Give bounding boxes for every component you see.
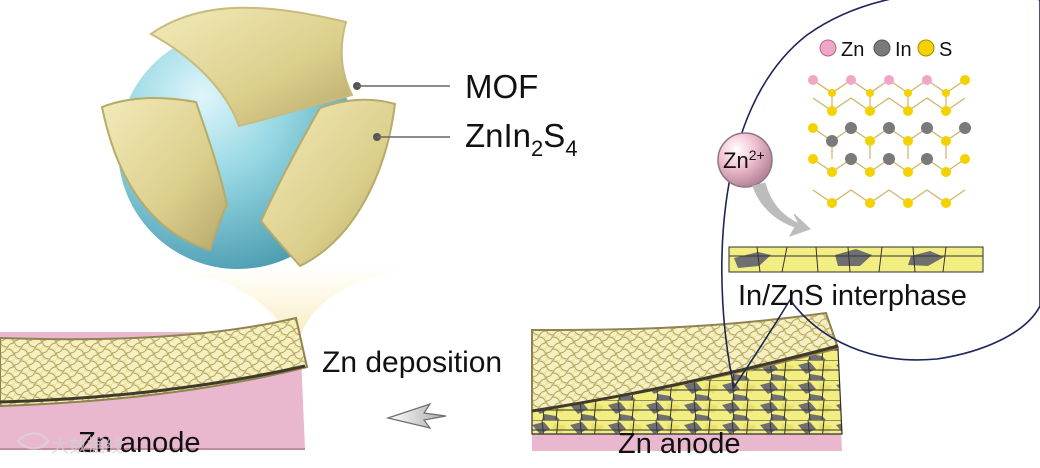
zn-deposition-label: Zn deposition	[322, 346, 502, 379]
right-anode-label: Zn anode	[618, 428, 741, 460]
s-atom	[903, 136, 913, 146]
s-atom	[903, 106, 913, 116]
s-atom	[866, 89, 874, 97]
s-atom	[904, 89, 912, 97]
s-atom	[960, 154, 970, 164]
deposition-arrow	[388, 404, 446, 428]
in-atom	[883, 153, 895, 165]
s-atom	[808, 123, 818, 133]
s-atom	[827, 198, 837, 208]
s-atom	[941, 167, 951, 177]
crystal-structure	[808, 75, 971, 208]
s-atom	[960, 75, 970, 85]
s-atom	[827, 106, 837, 116]
s-atom	[808, 154, 818, 164]
zn-atom	[884, 75, 894, 85]
s-atom	[828, 89, 836, 97]
s-atom	[865, 106, 875, 116]
in-atom	[959, 122, 971, 134]
zn-atom	[922, 75, 932, 85]
ion-curved-arrow	[753, 183, 810, 236]
in-atom	[921, 122, 933, 134]
s-atom	[827, 167, 837, 177]
in-atom	[845, 122, 857, 134]
s-atom	[941, 136, 951, 146]
in-atom	[921, 153, 933, 165]
in-atom-legend-label: In	[895, 39, 912, 61]
s-atom-legend-label: S	[939, 39, 952, 61]
s-atom	[865, 167, 875, 177]
atom-legend: Zn In S	[820, 39, 952, 61]
zn-atom	[808, 75, 818, 85]
in-atom	[826, 135, 838, 147]
zn-atom-legend-label: Zn	[841, 39, 864, 61]
s-atom-legend-icon	[918, 40, 934, 56]
zninS4-label: ZnIn2S4	[465, 117, 578, 161]
zn-atom	[846, 75, 856, 85]
in-atom	[883, 122, 895, 134]
mof-label: MOF	[465, 68, 538, 105]
mof-sphere-group	[102, 8, 450, 269]
s-atom	[903, 167, 913, 177]
s-atom	[941, 198, 951, 208]
s-atom	[942, 89, 950, 97]
s-atom	[865, 198, 875, 208]
s-atom	[865, 136, 875, 146]
s-atom	[941, 106, 951, 116]
in-atom	[845, 153, 857, 165]
zn-atom-legend-icon	[820, 40, 836, 56]
interphase-label: In/ZnS interphase	[738, 280, 967, 312]
interphase-closeup	[729, 247, 983, 272]
in-atom-legend-icon	[874, 40, 890, 56]
watermark-text: 大数据线	[51, 436, 123, 456]
s-atom	[903, 198, 913, 208]
